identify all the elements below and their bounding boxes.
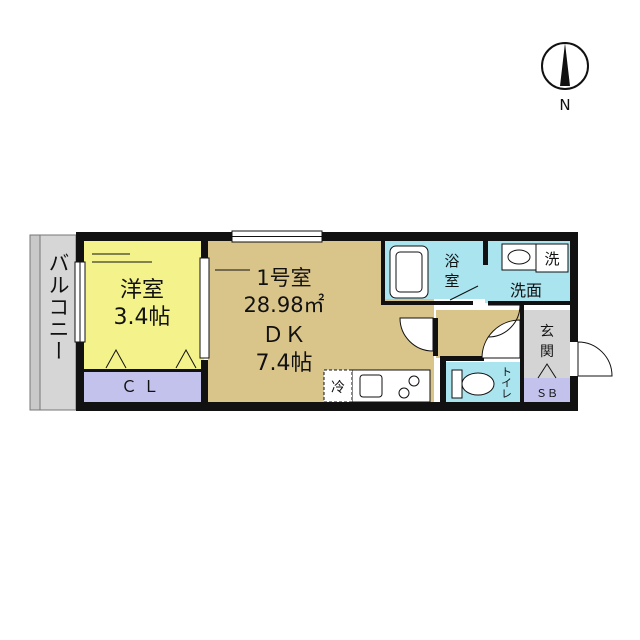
shoe-box-floor xyxy=(524,378,570,402)
entrance-step-icon xyxy=(537,363,557,379)
washer-space xyxy=(535,243,569,273)
entrance-floor xyxy=(524,310,570,378)
burner-icon-2 xyxy=(408,375,420,387)
balcony: バルコニー xyxy=(29,234,77,411)
western-room-size: 3.4帖 xyxy=(114,305,171,330)
entrance-label-1: 玄 xyxy=(540,323,554,340)
washroom-fixtures xyxy=(501,243,569,273)
closet-door-left xyxy=(105,348,127,369)
partition-toilet-left xyxy=(440,358,446,402)
shoe-box-label: ＳＢ xyxy=(536,387,558,400)
balcony-rail xyxy=(29,234,41,411)
partition-bath-bottom xyxy=(381,301,473,305)
door-dk-to-hall-icon xyxy=(399,317,434,352)
balcony-label: バルコニー xyxy=(46,252,70,362)
partition-washroom-bottom xyxy=(488,301,570,305)
room-labels: 洋室 3.4帖 ＣＬ 1号室 28.98㎡ ＤＫ 7.4帖 冷 浴 室 洗 洗面… xyxy=(114,250,560,400)
bath-fixtures xyxy=(389,245,429,299)
toilet-bowl-icon xyxy=(461,372,495,396)
doors xyxy=(399,285,613,377)
door-hall-to-entrance-icon xyxy=(481,319,521,359)
western-room-name: 洋室 xyxy=(120,278,164,303)
north-arrow-icon xyxy=(560,43,570,86)
sink-icon xyxy=(359,374,383,398)
western-room-floor xyxy=(84,241,204,371)
wall-bottom xyxy=(76,402,578,411)
door-washroom-icon xyxy=(487,304,521,338)
window-western-dk xyxy=(199,257,210,359)
door-entrance-icon xyxy=(577,341,613,377)
bathtub-inner xyxy=(395,251,423,293)
entrance-label-2: 関 xyxy=(540,344,554,360)
dk-name: ＤＫ xyxy=(262,323,306,348)
wall-right-upper xyxy=(570,232,578,342)
partition-western-dk-lower xyxy=(201,360,208,402)
closet-door-right xyxy=(175,348,197,369)
wall-top xyxy=(76,232,578,241)
toilet-tank-icon xyxy=(451,369,463,399)
closet-floor xyxy=(84,372,204,402)
washbasin-icon xyxy=(507,249,531,265)
western-room-fixtures xyxy=(92,253,250,369)
windows xyxy=(74,230,323,359)
dk-total-area: 28.98㎡ xyxy=(243,293,324,317)
north-label: N xyxy=(559,96,570,114)
burner-icon xyxy=(398,387,410,399)
toilet-fixtures xyxy=(451,369,495,399)
bath-label-2: 室 xyxy=(444,272,459,290)
dk-size: 7.4帖 xyxy=(256,351,313,376)
kitchen-counter xyxy=(323,369,431,403)
bath-door-icon xyxy=(449,285,479,301)
toilet-label: トイレ xyxy=(500,366,513,399)
bath-label-1: 浴 xyxy=(444,252,459,270)
partition-toilet-top xyxy=(440,356,484,361)
wall-right-lower xyxy=(570,376,578,411)
partition-closet xyxy=(84,369,201,372)
compass: N xyxy=(541,42,589,114)
washer-label: 洗 xyxy=(544,250,559,268)
washroom-label: 洗面 xyxy=(510,281,542,300)
closet-label: ＣＬ xyxy=(121,377,165,396)
fridge-space xyxy=(323,369,353,403)
dk-unit-number: 1号室 xyxy=(256,266,311,290)
partition-hall-dk xyxy=(433,318,438,356)
fridge-label: 冷 xyxy=(331,380,345,396)
partition-bath-left xyxy=(381,241,385,305)
partition-bath-washroom xyxy=(483,241,488,265)
partition-entrance-left xyxy=(520,305,524,402)
